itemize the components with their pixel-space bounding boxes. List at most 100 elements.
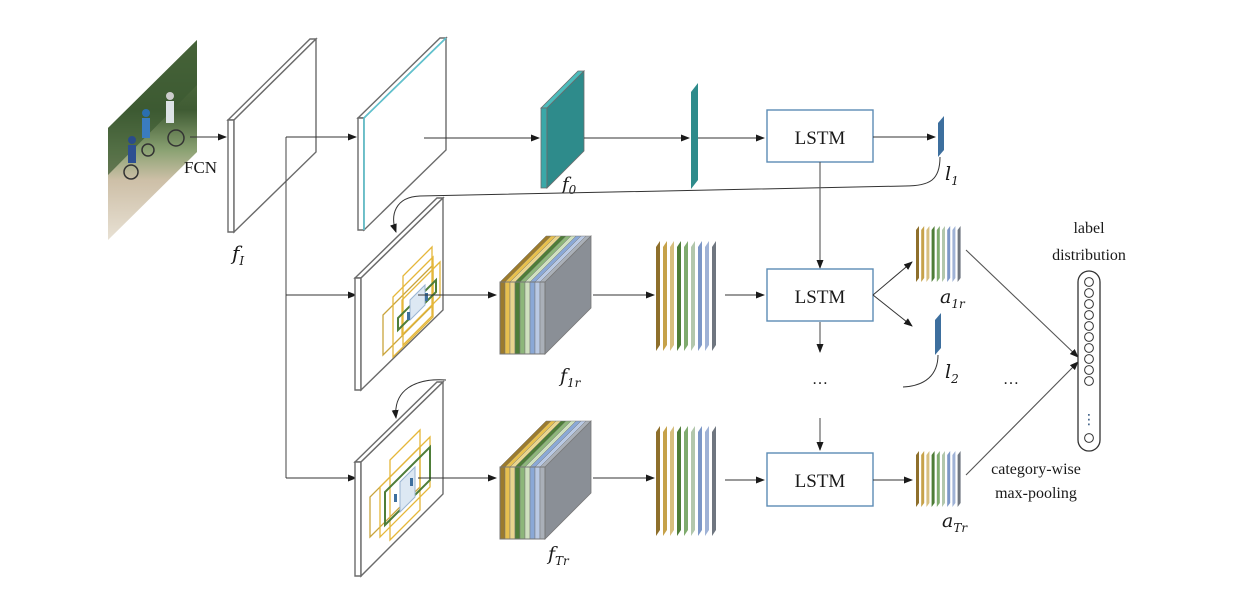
l2-label: l2 (945, 361, 959, 386)
f0-vector (691, 83, 698, 189)
distribution-node (1084, 299, 1094, 309)
svg-text:LSTM: LSTM (795, 471, 846, 492)
category-bar (947, 451, 951, 507)
category-bar (942, 451, 945, 507)
feedback-arrow-lt (391, 379, 447, 419)
cube-front-stripe (519, 281, 526, 355)
atr-label: aTr (942, 510, 968, 535)
cube-front-stripe (509, 281, 516, 355)
ftr-cube (499, 420, 592, 540)
distribution-node (1084, 321, 1094, 331)
category-bar (663, 241, 667, 351)
cube-front-stripe (504, 281, 511, 355)
cube-front-stripe (504, 466, 511, 540)
cube-front-stripe (524, 281, 531, 355)
f1r-category-bars (656, 241, 716, 351)
cube-front-stripe (514, 281, 521, 355)
cube-front-stripe (534, 281, 541, 355)
transformed-map (356, 36, 448, 232)
category-bar (921, 226, 925, 282)
a1r-label: a1r (940, 286, 966, 311)
l1-label: l1 (945, 163, 959, 188)
category-bar (712, 426, 716, 536)
category-bar (670, 241, 674, 351)
distribution-node (1084, 343, 1094, 353)
roi-map-t (353, 380, 445, 578)
cube-front-stripe (539, 281, 546, 355)
svg-text:LSTM: LSTM (795, 287, 846, 308)
distribution-node (1084, 365, 1094, 375)
l2-vector (935, 313, 941, 355)
fcn-label: FCN (184, 158, 217, 177)
label-distribution-title-2: distribution (1052, 247, 1126, 264)
input-image (108, 40, 197, 240)
category-bar (931, 451, 935, 507)
l2-curve (902, 354, 939, 388)
category-bar (684, 426, 688, 536)
category-bar (677, 241, 681, 351)
category-bar (656, 241, 660, 351)
distribution-dots: ⋮ (1082, 412, 1096, 428)
category-bar (947, 226, 951, 282)
cube-front-stripe (534, 466, 541, 540)
f1r-label: f1r (558, 365, 582, 390)
category-bar (677, 426, 681, 536)
distribution-node (1084, 288, 1094, 298)
category-bar (712, 241, 716, 351)
category-bar (936, 226, 940, 282)
pooling-label-2: max-pooling (995, 485, 1077, 502)
ellipsis-lstm: … (812, 371, 828, 388)
cyclists-figures (123, 92, 185, 180)
pooling-label-1: category-wise (991, 461, 1081, 478)
roi-boxes-t (369, 428, 431, 542)
category-bar (926, 451, 930, 507)
category-bar (926, 226, 930, 282)
category-bar (705, 426, 709, 536)
category-bar (663, 426, 667, 536)
feature-map-fi (226, 37, 318, 234)
label-distribution-vector: ⋮ (1077, 270, 1101, 452)
category-bar (952, 451, 956, 507)
a1r-scores (916, 226, 961, 282)
category-bar (670, 426, 674, 536)
category-bar (656, 426, 660, 536)
roi-map-1 (353, 196, 445, 392)
distribution-node (1084, 277, 1094, 287)
cube-front-stripe (539, 466, 546, 540)
cube-front-stripe (529, 466, 536, 540)
ftr-label: fTr (546, 543, 570, 568)
lstm-cell-2: LSTM (766, 268, 874, 322)
atr-scores (916, 451, 961, 507)
category-bar (957, 451, 961, 507)
f1r-cube (499, 235, 592, 355)
arrow-a1r-to-distribution (965, 249, 1079, 358)
category-bar (691, 426, 695, 536)
category-bar (698, 426, 702, 536)
distribution-node (1084, 310, 1094, 320)
category-bar (698, 241, 702, 351)
cube-front-stripe (519, 466, 526, 540)
distribution-node-last (1084, 433, 1094, 443)
lstm-cell-1: LSTM (766, 109, 874, 163)
roi-boxes-1 (382, 245, 441, 359)
category-bar (957, 226, 961, 282)
distribution-node (1084, 332, 1094, 342)
category-bar (916, 451, 919, 507)
cube-front-stripe (514, 466, 521, 540)
cube-front-stripe (499, 281, 506, 355)
arrow-lstm2-to-l2 (872, 294, 913, 327)
category-bar (916, 226, 919, 282)
distribution-node (1084, 354, 1094, 364)
category-bar (931, 226, 935, 282)
cube-front-stripe (499, 466, 506, 540)
f0-block (540, 70, 585, 189)
ellipsis-steps: … (1003, 371, 1019, 388)
category-bar (936, 451, 940, 507)
arrow-lstm2-to-a1r (872, 261, 913, 296)
category-bar (952, 226, 956, 282)
fi-label: fI (230, 241, 244, 268)
category-bar (942, 226, 945, 282)
distribution-node (1084, 376, 1094, 386)
category-bar (705, 241, 709, 351)
